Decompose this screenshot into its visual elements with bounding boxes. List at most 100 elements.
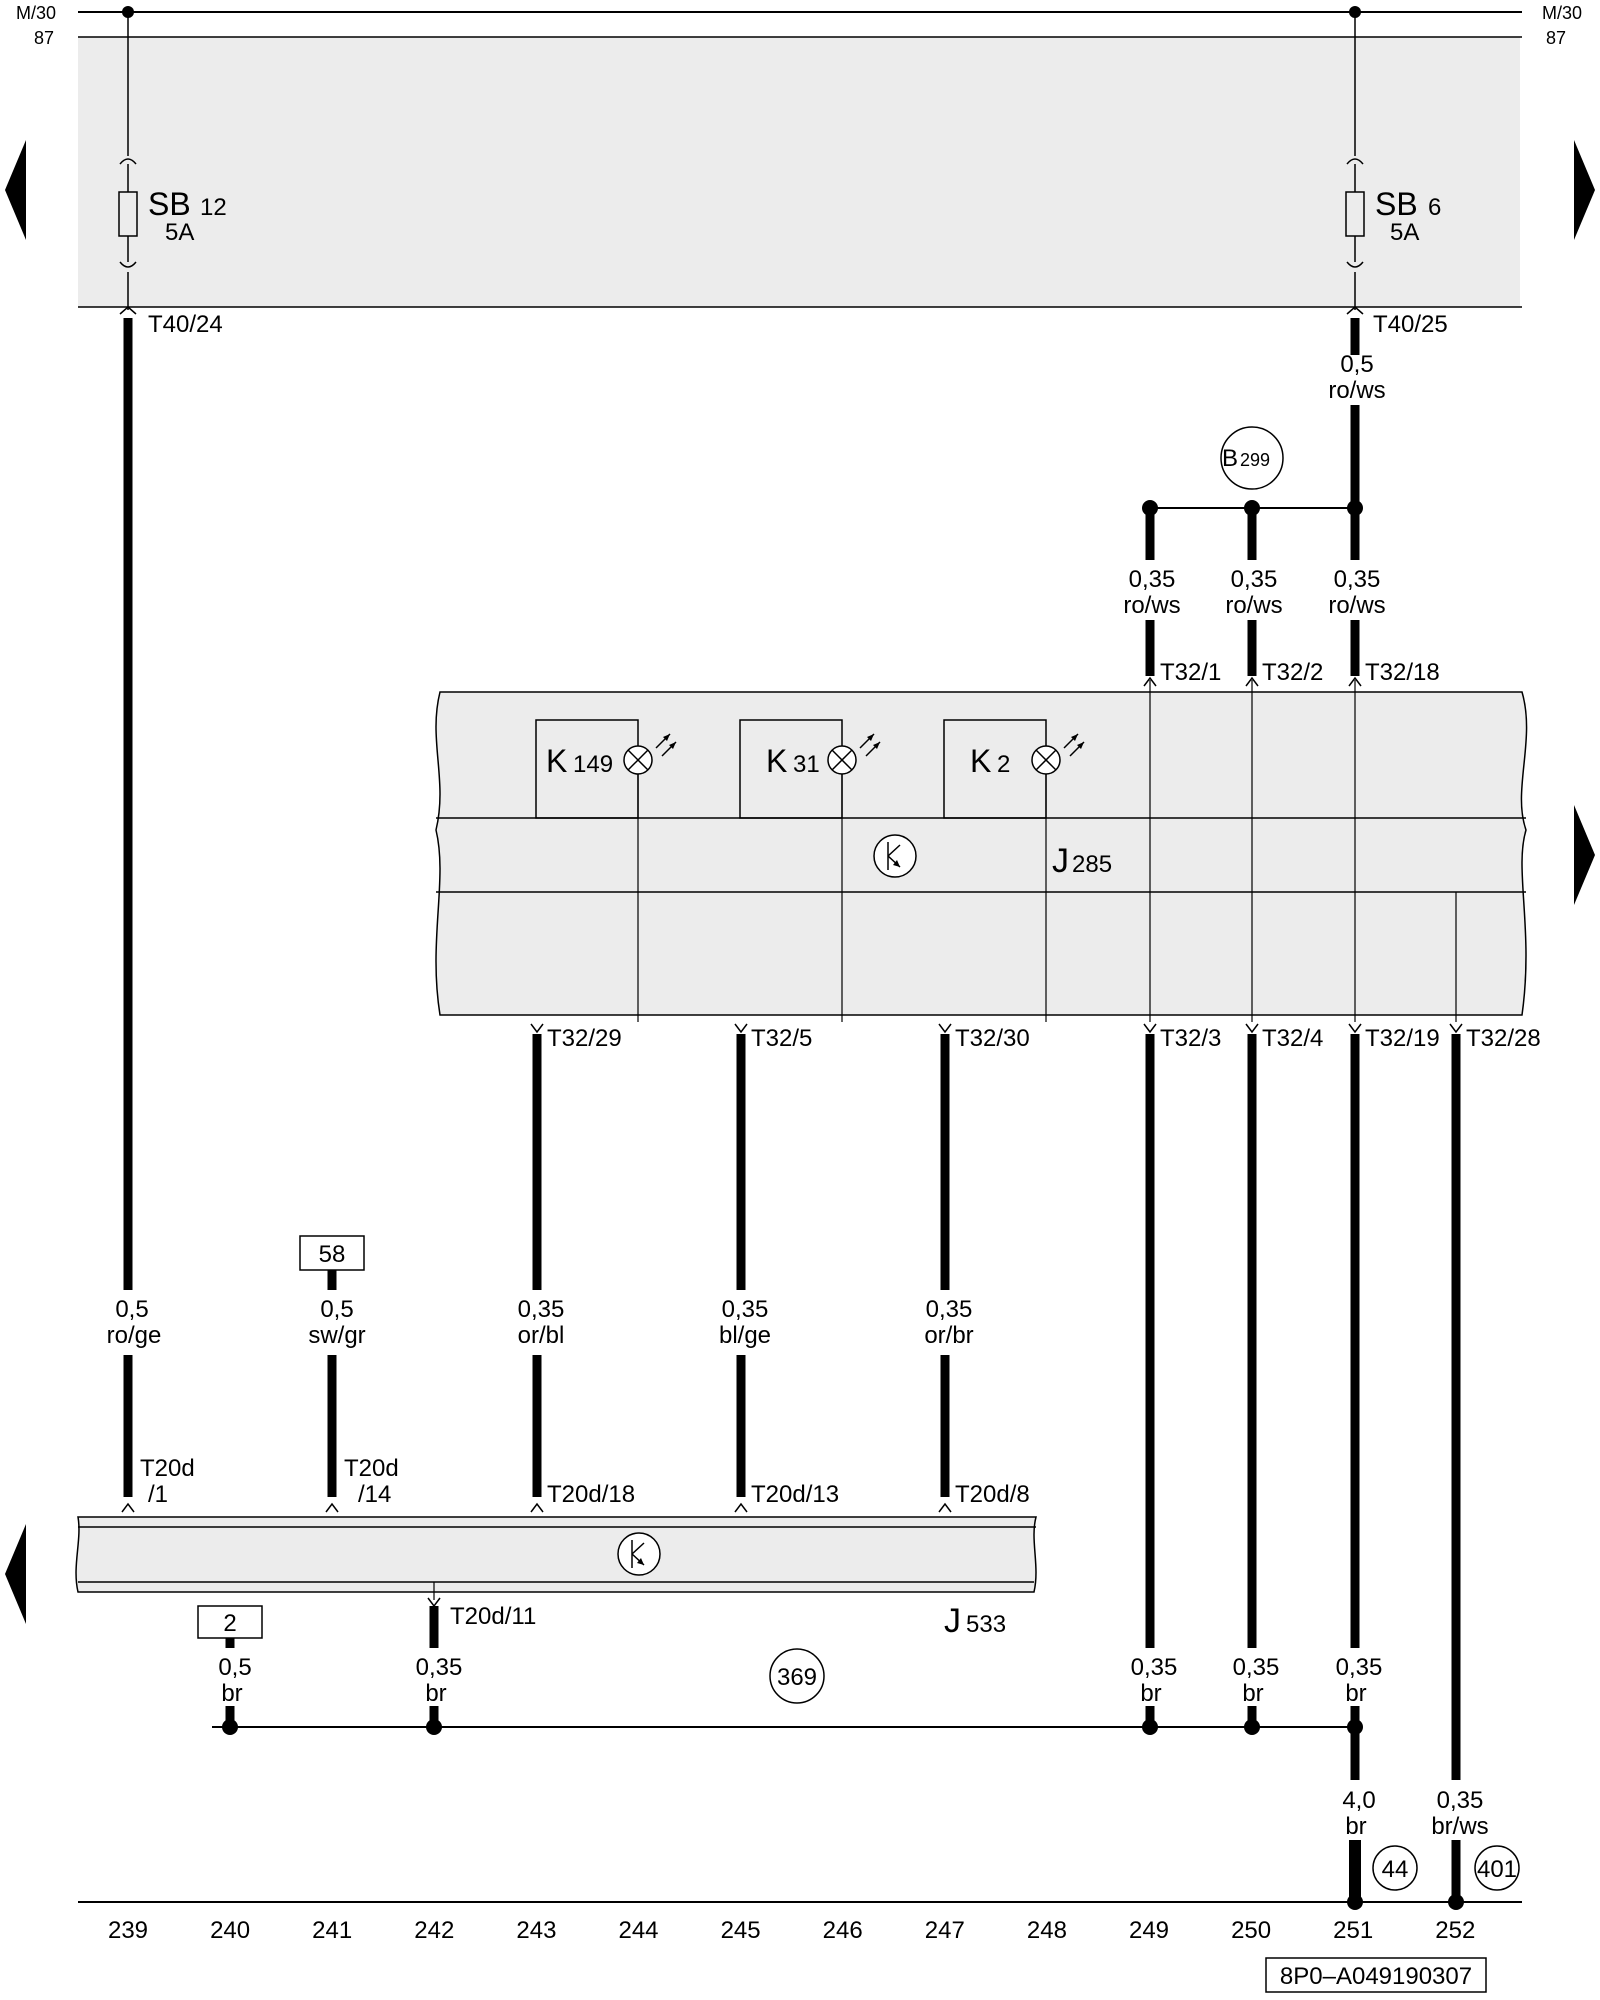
wire-size-label: 0,35: [722, 1296, 769, 1323]
wire-size-label: 0,35: [1233, 1654, 1280, 1681]
branch-wire-size: 0,35: [1334, 566, 1381, 593]
branch-wire-size: 0,35: [1129, 566, 1176, 593]
terminal-t32-4: T32/4: [1262, 1025, 1323, 1052]
terminal-t20d-8: T20d/8: [955, 1481, 1030, 1508]
b299-number: 299: [1240, 450, 1270, 470]
wire-size-label: 0,35: [1131, 1654, 1178, 1681]
continuation-right-arrow-icon[interactable]: [1574, 805, 1595, 905]
ground-node: [1347, 1719, 1363, 1735]
branch-wire-color: ro/ws: [1225, 592, 1282, 619]
connector-icon: [734, 1023, 748, 1034]
wire-color-label: or/br: [924, 1322, 973, 1349]
connector-icon: [1143, 1023, 1157, 1034]
terminal-t32-28: T32/28: [1466, 1025, 1541, 1052]
lamp-k149[interactable]: [535, 719, 677, 1022]
track-number: 252: [1435, 1917, 1475, 1944]
fuse-sb6-number: 6: [1428, 194, 1441, 221]
j533-gateway[interactable]: [75, 1516, 1037, 1593]
terminal-t40-24: T40/24: [148, 311, 223, 338]
diagram-code-box: [1265, 1957, 1487, 1993]
branch-wire-color: ro/ws: [1123, 592, 1180, 619]
lamp-k149-number: 149: [573, 751, 613, 778]
track-number: 249: [1129, 1917, 1169, 1944]
terminal-t20d-18: T20d/18: [547, 1481, 635, 1508]
wire-size-label: 0,35: [1336, 1654, 1383, 1681]
ground-point-44-label: 44: [1382, 1856, 1409, 1883]
continuation-left-arrow-icon[interactable]: [5, 140, 26, 240]
fuse-sb12[interactable]: [118, 6, 138, 315]
ground-point-401-label: 401: [1477, 1856, 1517, 1883]
terminal-t32-29: T32/29: [547, 1025, 622, 1052]
diagram-code: 8P0–A049190307: [1280, 1963, 1472, 1990]
connector-icon: [1245, 676, 1259, 687]
wire-size-label: 0,35: [416, 1654, 463, 1681]
ground-point-44-circle[interactable]: [1372, 1845, 1418, 1891]
fuse-panel: [78, 37, 1520, 307]
ground-node: [222, 1719, 238, 1735]
wire-t40-25-color: ro/ws: [1328, 377, 1385, 404]
ground-point-401-circle[interactable]: [1474, 1845, 1520, 1891]
b299-node: [1347, 500, 1363, 516]
fuse-sb6[interactable]: [1345, 6, 1365, 315]
terminal-t32-19: T32/19: [1365, 1025, 1440, 1052]
transistor-symbol-icon: [617, 1532, 661, 1576]
fuse-sb6-rating: 5A: [1390, 219, 1419, 246]
fuse-sb12-rating: 5A: [165, 219, 194, 246]
wire-size-label: 0,35: [926, 1296, 973, 1323]
continuation-left-arrow-icon[interactable]: [5, 1524, 26, 1624]
rail-label-right-top: M/30: [1542, 3, 1582, 23]
lamp-k31-number: 31: [793, 751, 820, 778]
ground-node: [1244, 1719, 1260, 1735]
track-number: 244: [618, 1917, 658, 1944]
track-number: 242: [414, 1917, 454, 1944]
terminal-t20d-1: T20d: [140, 1455, 195, 1482]
track-number: 241: [312, 1917, 352, 1944]
wire-size-label: 0,5: [218, 1654, 251, 1681]
track-number: 251: [1333, 1917, 1373, 1944]
fuse-sb6-name: SB: [1375, 186, 1418, 222]
connector-icon: [1348, 1023, 1362, 1034]
terminal-t32-5: T32/5: [751, 1025, 812, 1052]
j285-instrument-cluster[interactable]: [435, 691, 1528, 1016]
terminal-t40-25: T40/25: [1373, 311, 1448, 338]
terminal-2-box[interactable]: [197, 1605, 263, 1639]
wire-color-label: br: [425, 1680, 446, 1707]
lamp-k149-letter: K: [546, 743, 567, 779]
continuation-right-arrow-icon[interactable]: [1574, 140, 1595, 240]
lamp-k2-letter: K: [970, 743, 991, 779]
connector-icon: [530, 1502, 544, 1513]
wire-251-color-label: br: [1345, 1813, 1366, 1840]
wire-color-label: or/bl: [518, 1322, 565, 1349]
b299-letter: B: [1222, 445, 1238, 472]
ground-connection-369-circle[interactable]: [769, 1648, 825, 1704]
wire-color-label: br: [221, 1680, 242, 1707]
track-number: 250: [1231, 1917, 1271, 1944]
connector-icon: [325, 1502, 339, 1513]
connector-icon: [1449, 1023, 1463, 1034]
fuse-sb12-number: 12: [200, 194, 227, 221]
wire-size-label: 0,5: [320, 1296, 353, 1323]
connector-icon: [121, 1502, 135, 1513]
connector-icon: [530, 1023, 544, 1034]
terminal-t20d-1-suffix: /1: [148, 1481, 168, 1508]
wire-252-color-label: br/ws: [1431, 1813, 1488, 1840]
terminal-t20d-14-suffix: /14: [358, 1481, 391, 1508]
rail-label-right-bottom: 87: [1546, 28, 1566, 48]
terminal-t32-30: T32/30: [955, 1025, 1030, 1052]
terminal-t32-3: T32/3: [1160, 1025, 1221, 1052]
wire-size-label: 0,35: [518, 1296, 565, 1323]
b299-splice-circle[interactable]: [1220, 426, 1284, 490]
lamp-k2[interactable]: [943, 719, 1085, 1022]
terminal-t20d-11: T20d/11: [450, 1603, 536, 1630]
lamp-k2-number: 2: [997, 751, 1010, 778]
track-number: 248: [1027, 1917, 1067, 1944]
terminal-t20d-14: T20d: [344, 1455, 399, 1482]
ground-node: [1142, 1719, 1158, 1735]
wire-color-label: br: [1140, 1680, 1161, 1707]
terminal-t32-2: T32/2: [1262, 659, 1323, 686]
terminal-t32-1: T32/1: [1160, 659, 1221, 686]
lamp-k31[interactable]: [739, 719, 881, 1022]
track-number: 239: [108, 1917, 148, 1944]
